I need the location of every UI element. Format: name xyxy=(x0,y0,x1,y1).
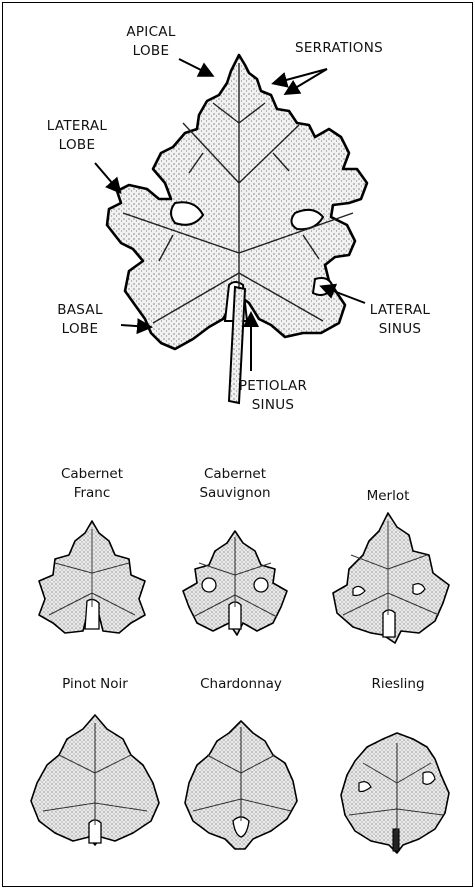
label-serrations: SERRATIONS xyxy=(279,39,399,58)
caption-pinot-noir: Pinot Noir xyxy=(33,675,157,694)
leaf-pinot-noir xyxy=(31,715,159,845)
caption-cabernet-sauvignon: Cabernet Sauvignon xyxy=(179,465,291,503)
caption-riesling: Riesling xyxy=(349,675,447,694)
leaf-cabernet-franc xyxy=(39,521,145,633)
main-leaf xyxy=(107,55,367,403)
leaf-chardonnay xyxy=(185,721,297,849)
leaf-merlot xyxy=(333,513,449,643)
leaf-riesling xyxy=(341,733,449,853)
caption-merlot: Merlot xyxy=(343,487,433,506)
caption-chardonnay: Chardonnay xyxy=(183,675,299,694)
caption-cabernet-franc: Cabernet Franc xyxy=(37,465,147,503)
label-basal-lobe: BASAL LOBE xyxy=(45,301,115,339)
label-petiolar-sinus: PETIOLAR SINUS xyxy=(227,377,319,415)
label-apical-lobe: APICAL LOBE xyxy=(107,23,195,61)
label-lateral-sinus: LATERAL SINUS xyxy=(355,301,445,339)
leaf-cabernet-sauvignon xyxy=(183,531,287,635)
label-lateral-lobe: LATERAL LOBE xyxy=(39,117,115,155)
